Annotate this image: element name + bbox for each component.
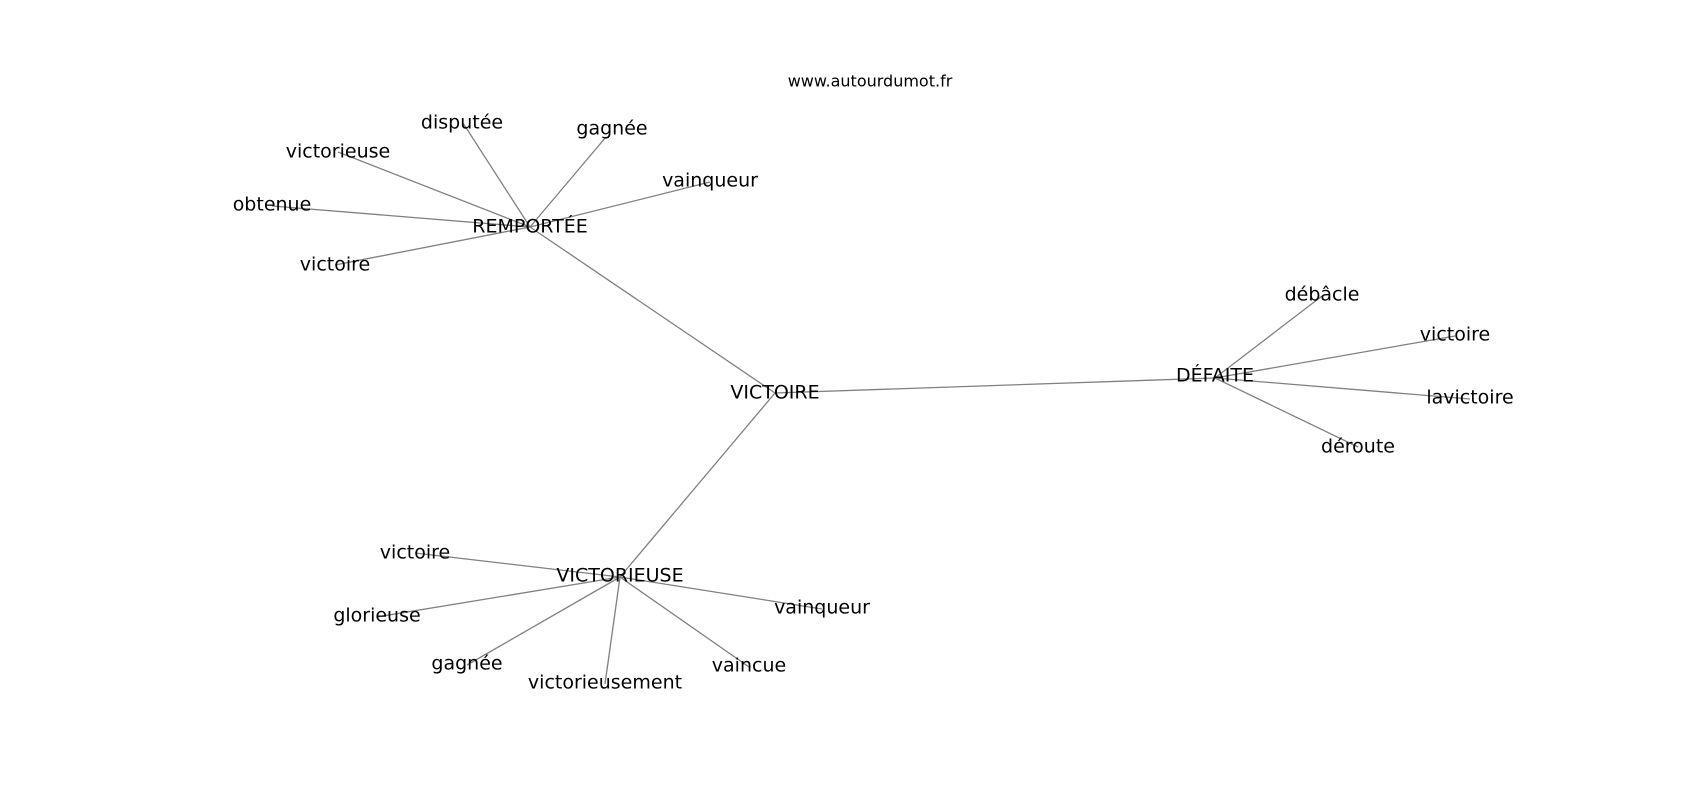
edge-remportee-victoire [334,226,531,266]
word-glorieuse: glorieuse [333,605,420,627]
word-vainqueur: vainqueur [662,170,758,192]
word-victoire: victoire [1420,324,1490,346]
word-gagnee: gagnée [576,118,647,140]
edge-victorieuse-victoire [414,552,621,578]
hub-word-remportee: REMPORTÉE [472,215,587,238]
word-deroute: déroute [1321,436,1395,458]
hub-word-victorieuse: VICTORIEUSE [556,565,683,587]
edge-victorieuse-vaincue [619,576,750,668]
edge-defaite-lavictoire [1214,377,1471,400]
edge-victorieuse-gagnee [466,576,621,666]
word-victoire: victoire [380,542,450,564]
edges [271,122,1471,685]
word-debacle: débâcle [1285,284,1360,306]
word-lavictoire: lavictoire [1426,387,1513,409]
word-victorieusement: victorieusement [528,672,682,694]
edge-remportee-victorieuse [337,151,531,228]
labels: VICTOIRE REMPORTÉE disputée gagnée victo… [233,112,1514,694]
edge-defaite-debacle [1214,295,1323,379]
word-gagnee: gagnée [431,653,502,675]
hub-word-defaite: DÉFAITE [1176,364,1254,387]
edge-victorieuse-glorieuse [376,576,621,618]
word-vaincue: vaincue [712,655,786,677]
edge-center-hub-1 [529,226,776,394]
word-victoire: victoire [300,254,370,276]
edge-remportee-gagnee [529,136,607,228]
word-victorieuse: victorieuse [286,141,390,163]
edge-center-hub-2 [774,377,1216,394]
edge-remportee-obtenue [271,205,531,228]
word-vainqueur: vainqueur [774,597,870,619]
center-word: VICTOIRE [730,382,819,404]
edge-remportee-disputee [462,122,531,228]
edge-victorieuse-vainqueur [619,576,823,610]
edge-defaite-deroute [1214,377,1359,448]
edge-victorieuse-victorieusement [604,576,621,685]
word-disputee: disputée [421,112,503,134]
edge-remportee-vainqueur [529,181,711,228]
word-obtenue: obtenue [233,194,312,216]
edge-center-hub-3 [619,392,776,578]
site-url: www.autourdumot.fr [788,72,953,91]
edge-defaite-victoire [1214,335,1456,379]
